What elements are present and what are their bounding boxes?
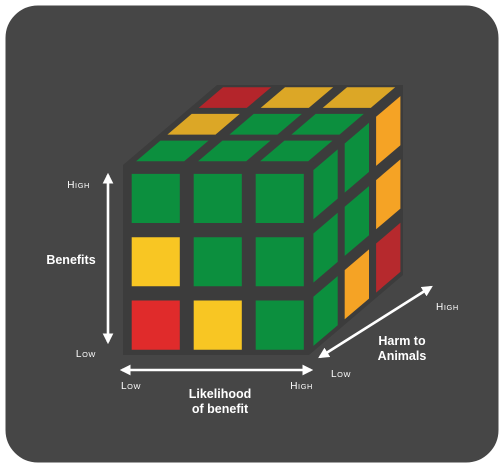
right-sticker-1-0	[313, 212, 338, 283]
front-sticker-2-1	[193, 300, 242, 350]
front-sticker-0-1	[193, 173, 242, 223]
right-sticker-0-1	[344, 122, 369, 193]
benefits-high-label: HIGH	[67, 180, 90, 191]
top-sticker-1-2	[291, 113, 364, 135]
harm-low-label: LOW	[331, 369, 351, 380]
front-sticker-1-0	[131, 237, 180, 287]
right-sticker-1-1	[344, 186, 369, 256]
top-sticker-1-0	[167, 113, 240, 135]
front-sticker-0-0	[131, 173, 180, 223]
right-sticker-1-2	[376, 159, 401, 230]
top-sticker-0-0	[198, 87, 272, 108]
harm-axis-arrow	[318, 285, 433, 359]
benefits-low-label: LOW	[76, 349, 96, 360]
top-sticker-0-2	[322, 87, 396, 108]
harm-axis-label-line2: Animals	[378, 349, 427, 363]
front-sticker-1-1	[193, 237, 242, 287]
harm-high-label: HIGH	[436, 302, 459, 313]
top-sticker-2-0	[136, 140, 209, 162]
top-sticker-2-1	[198, 140, 271, 162]
likelihood-high-label: HIGH	[290, 381, 313, 392]
likelihood-axis-label-line1: Likelihood	[189, 387, 252, 401]
top-sticker-2-2	[260, 140, 333, 162]
rubiks-cube	[123, 85, 403, 355]
top-sticker-0-1	[260, 87, 334, 108]
benefits-axis-label: Benefits	[46, 253, 95, 267]
top-sticker-1-1	[229, 113, 302, 135]
right-sticker-2-2	[376, 222, 401, 293]
likelihood-axis-label-line2: of benefit	[192, 402, 249, 416]
front-sticker-2-0	[131, 300, 180, 350]
front-sticker-2-2	[255, 300, 304, 350]
front-sticker-1-2	[255, 237, 304, 287]
harm-axis-label-line1: Harm to	[378, 334, 426, 348]
right-sticker-0-2	[376, 96, 401, 166]
front-sticker-0-2	[255, 173, 304, 223]
likelihood-low-label: LOW	[121, 381, 141, 392]
right-sticker-0-0	[313, 149, 338, 220]
